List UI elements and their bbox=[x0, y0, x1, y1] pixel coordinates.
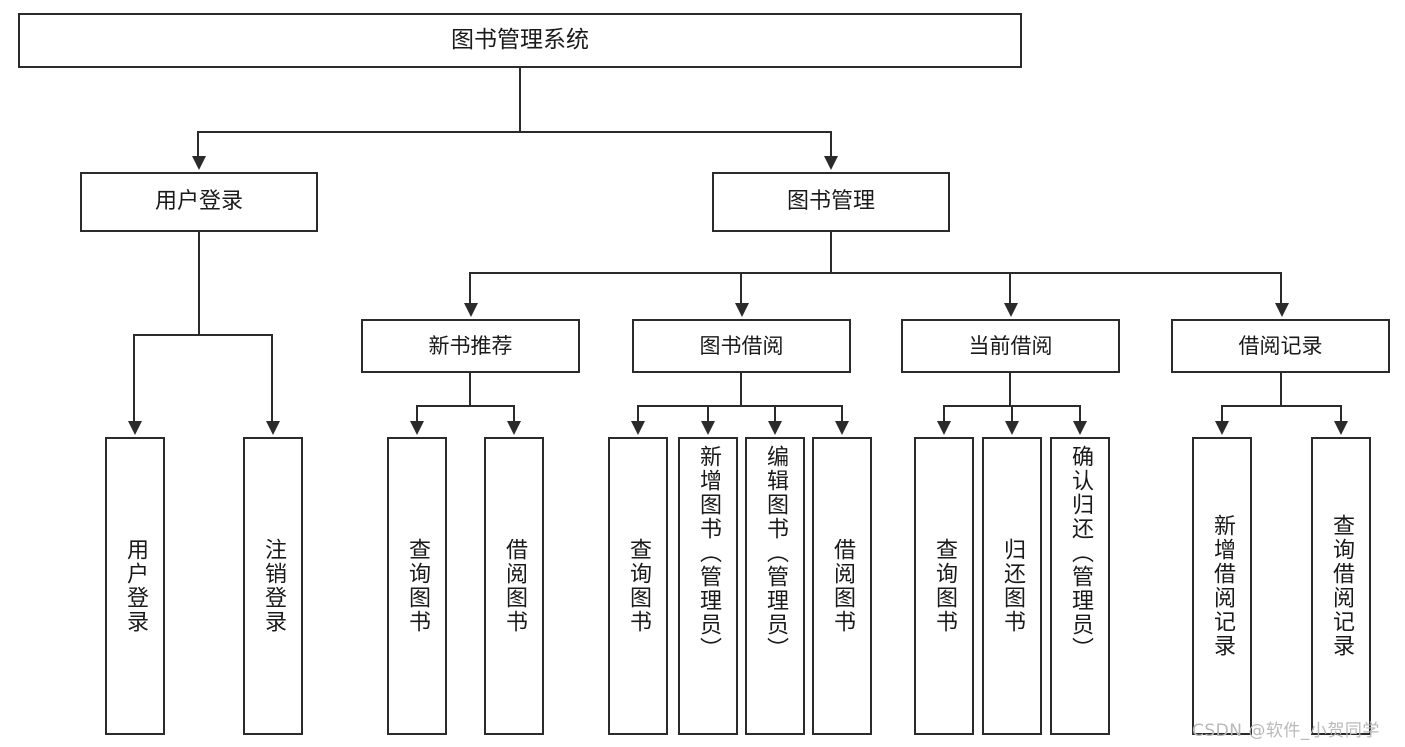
node-current-borrow-label: 当前借阅 bbox=[968, 333, 1053, 358]
node-new-book-recommend-label: 新书推荐 bbox=[428, 333, 513, 358]
edge-nbr-bus bbox=[416, 405, 515, 407]
edge-nbr-drop-1 bbox=[416, 405, 418, 423]
node-leaf-return-book-label: 归还图书 bbox=[1000, 538, 1025, 634]
node-leaf-borrow-book-1[interactable]: 借阅图书 bbox=[484, 437, 544, 735]
edge-bb-drop-3 bbox=[774, 405, 776, 423]
node-leaf-logout-login[interactable]: 注销登录 bbox=[243, 437, 303, 735]
node-current-borrow[interactable]: 当前借阅 bbox=[901, 319, 1120, 373]
edge-user-login-stem bbox=[198, 232, 200, 335]
node-book-borrow-label: 图书借阅 bbox=[699, 333, 784, 358]
arrow-to-book-borrow bbox=[735, 303, 749, 317]
edge-user-login-drop-2 bbox=[271, 334, 273, 423]
arrow-to-leaf-query-record bbox=[1334, 421, 1348, 435]
node-leaf-user-login[interactable]: 用户登录 bbox=[105, 437, 165, 735]
edge-br-stem bbox=[1280, 373, 1282, 406]
arrow-to-current-borrow bbox=[1004, 303, 1018, 317]
arrow-to-book-manage bbox=[824, 156, 838, 170]
node-leaf-edit-book[interactable]: 编辑图书（管理员） bbox=[745, 437, 805, 735]
node-new-book-recommend[interactable]: 新书推荐 bbox=[361, 319, 580, 373]
node-leaf-add-record[interactable]: 新增借阅记录 bbox=[1192, 437, 1252, 735]
edge-br-drop-2 bbox=[1340, 405, 1342, 423]
edge-nbr-drop-2 bbox=[513, 405, 515, 423]
node-leaf-borrow-book-2-label: 借阅图书 bbox=[830, 538, 855, 634]
node-leaf-query-book-2[interactable]: 查询图书 bbox=[608, 437, 668, 735]
arrow-to-borrow-record bbox=[1275, 303, 1289, 317]
arrow-to-leaf-query-book-1 bbox=[410, 421, 424, 435]
arrow-to-leaf-add-record bbox=[1215, 421, 1229, 435]
node-leaf-logout-login-label: 注销登录 bbox=[261, 538, 286, 634]
edge-root-drop-right bbox=[830, 131, 832, 158]
edge-bb-stem bbox=[740, 373, 742, 406]
edge-user-login-drop-1 bbox=[133, 334, 135, 423]
arrow-to-new-book-recommend bbox=[464, 303, 478, 317]
edge-cb-drop-3 bbox=[1079, 405, 1081, 423]
arrow-to-user-login bbox=[192, 156, 206, 170]
arrow-to-leaf-confirm-return bbox=[1073, 421, 1087, 435]
node-leaf-query-book-3-label: 查询图书 bbox=[932, 538, 957, 634]
node-book-borrow[interactable]: 图书借阅 bbox=[632, 319, 851, 373]
edge-cb-drop-1 bbox=[943, 405, 945, 423]
edge-root-drop-left bbox=[197, 131, 199, 158]
arrow-to-leaf-borrow-book-1 bbox=[507, 421, 521, 435]
node-leaf-confirm-return-label: 确认归还（管理员） bbox=[1068, 445, 1093, 661]
arrow-to-leaf-edit-book bbox=[768, 421, 782, 435]
node-root[interactable]: 图书管理系统 bbox=[18, 13, 1022, 68]
arrow-to-leaf-borrow-book-2 bbox=[835, 421, 849, 435]
node-leaf-add-book-label: 新增图书（管理员） bbox=[696, 445, 721, 661]
node-book-manage-label: 图书管理 bbox=[786, 189, 875, 215]
edge-bb-drop-2 bbox=[707, 405, 709, 423]
edge-bm-drop-1 bbox=[469, 272, 471, 305]
edge-bb-drop-4 bbox=[841, 405, 843, 423]
node-user-login-label: 用户登录 bbox=[154, 189, 243, 215]
edge-cb-stem bbox=[1009, 373, 1011, 406]
arrow-to-leaf-query-book-2 bbox=[631, 421, 645, 435]
edge-root-bus bbox=[197, 131, 831, 133]
watermark-text: CSDN @软件_小贺同学 bbox=[1192, 721, 1380, 741]
node-borrow-record[interactable]: 借阅记录 bbox=[1171, 319, 1390, 373]
edge-bb-bus bbox=[637, 405, 842, 407]
node-root-label: 图书管理系统 bbox=[451, 27, 589, 54]
edge-bm-drop-2 bbox=[740, 272, 742, 305]
arrow-to-leaf-logout-login bbox=[266, 421, 280, 435]
edge-bb-drop-1 bbox=[637, 405, 639, 423]
edge-book-manage-stem bbox=[830, 232, 832, 273]
node-book-manage[interactable]: 图书管理 bbox=[712, 172, 950, 232]
edge-bm-drop-4 bbox=[1280, 272, 1282, 305]
node-leaf-add-book[interactable]: 新增图书（管理员） bbox=[678, 437, 738, 735]
edge-nbr-stem bbox=[469, 373, 471, 406]
node-leaf-return-book[interactable]: 归还图书 bbox=[982, 437, 1042, 735]
arrow-to-leaf-return-book bbox=[1005, 421, 1019, 435]
edge-user-login-bus bbox=[133, 334, 273, 336]
node-leaf-edit-book-label: 编辑图书（管理员） bbox=[763, 445, 788, 661]
arrow-to-leaf-add-book bbox=[701, 421, 715, 435]
node-leaf-borrow-book-2[interactable]: 借阅图书 bbox=[812, 437, 872, 735]
node-borrow-record-label: 借阅记录 bbox=[1238, 333, 1323, 358]
edge-root-stem bbox=[519, 68, 521, 132]
edge-book-manage-bus bbox=[469, 272, 1282, 274]
node-user-login[interactable]: 用户登录 bbox=[80, 172, 318, 232]
node-leaf-user-login-label: 用户登录 bbox=[123, 538, 148, 634]
node-leaf-query-book-1[interactable]: 查询图书 bbox=[387, 437, 447, 735]
node-leaf-query-record-label: 查询借阅记录 bbox=[1329, 514, 1354, 658]
edge-br-drop-1 bbox=[1221, 405, 1223, 423]
node-leaf-add-record-label: 新增借阅记录 bbox=[1210, 514, 1235, 658]
node-leaf-confirm-return[interactable]: 确认归还（管理员） bbox=[1050, 437, 1110, 735]
node-leaf-query-book-2-label: 查询图书 bbox=[626, 538, 651, 634]
node-leaf-query-book-1-label: 查询图书 bbox=[405, 538, 430, 634]
edge-br-bus bbox=[1221, 405, 1341, 407]
node-leaf-borrow-book-1-label: 借阅图书 bbox=[502, 538, 527, 634]
node-leaf-query-book-3[interactable]: 查询图书 bbox=[914, 437, 974, 735]
edge-cb-drop-2 bbox=[1011, 405, 1013, 423]
edge-bm-drop-3 bbox=[1009, 272, 1011, 305]
arrow-to-leaf-query-book-3 bbox=[937, 421, 951, 435]
node-leaf-query-record[interactable]: 查询借阅记录 bbox=[1311, 437, 1371, 735]
arrow-to-leaf-user-login bbox=[128, 421, 142, 435]
